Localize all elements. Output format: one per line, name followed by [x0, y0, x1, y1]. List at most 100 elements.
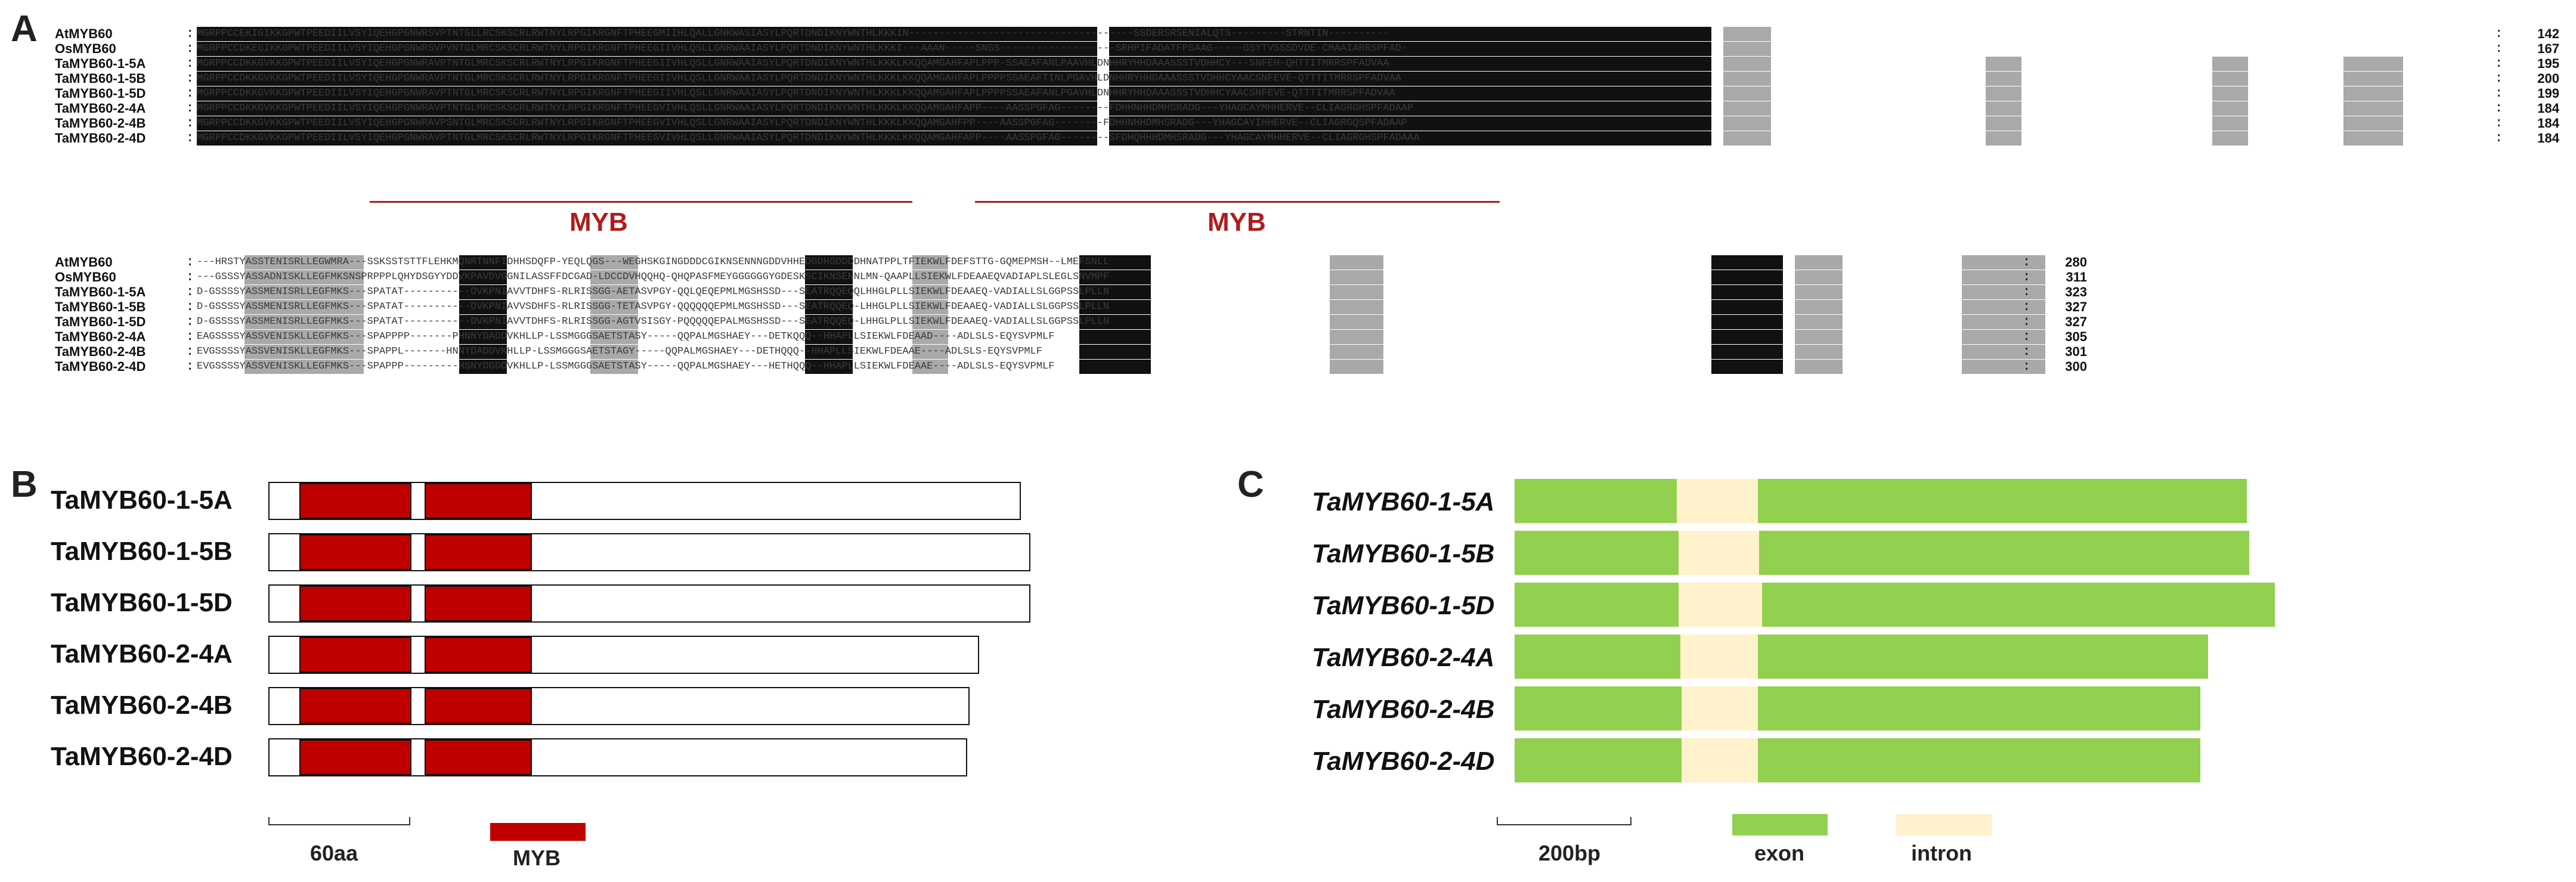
similar-block	[1330, 270, 1383, 284]
similar-block	[1795, 270, 1843, 284]
similar-block	[1795, 360, 1843, 374]
protein-name: TaMYB60-2-4A	[51, 639, 233, 669]
sequence-name: TaMYB60-1-5B	[55, 71, 146, 86]
separator: :	[186, 314, 194, 329]
conserved-block	[459, 270, 507, 284]
exon-2	[1762, 583, 2275, 627]
similar-block	[2343, 57, 2403, 71]
separator: :	[2495, 71, 2503, 86]
intron	[1682, 686, 1758, 731]
intron	[1677, 479, 1758, 523]
similar-block	[2343, 86, 2403, 101]
separator: :	[2023, 255, 2031, 270]
similar-block	[590, 345, 638, 359]
myb-domain	[299, 483, 411, 519]
similar-block	[1962, 345, 2045, 359]
sequence-text: MGRPPCCDKKGVKKGPWTPEEDIILVSYIQEHGPGNWRAV…	[197, 58, 1389, 69]
similar-block	[2212, 72, 2248, 86]
myb-domain	[425, 739, 532, 775]
sequence-text: EVGSSSSYASSVENISKLLEGFMKS---SPAPPL------…	[197, 346, 1043, 357]
sequence-text: EAGSSSSYASSVENISKLLEGFMKS---SPAPPPP-----…	[197, 331, 1055, 342]
conserved-block	[197, 101, 1097, 116]
sequence-name: TaMYB60-1-5A	[55, 284, 146, 299]
intron	[1679, 531, 1759, 575]
separator: :	[2495, 41, 2503, 56]
conserved-block	[1079, 300, 1151, 314]
sequence-text: D-GSSSSYASSMENISRLLEGFMKS---SPATAT------…	[197, 301, 1110, 312]
similar-block	[1330, 345, 1383, 359]
sequence-length: 300	[2065, 359, 2087, 374]
conserved-block	[805, 270, 853, 284]
myb-legend-swatch	[490, 823, 586, 841]
myb-domain	[425, 534, 532, 570]
similar-block	[590, 300, 638, 314]
conserved-block	[805, 300, 853, 314]
myb-domain	[299, 739, 411, 775]
similar-block	[1962, 285, 2045, 299]
separator: :	[2495, 86, 2503, 101]
sequence-name: OsMYB60	[55, 41, 116, 56]
sequence-text: ---GSSSYASSADNISKLLEGFMKSNSPRPPPLQHYDSGY…	[197, 271, 1110, 283]
similar-block	[912, 270, 948, 284]
panel-label-a: A	[11, 8, 38, 49]
scale-bar-60aa	[268, 817, 410, 825]
conserved-block	[1109, 72, 1711, 86]
alignment-row: OsMYB60:MGRPPCCDKEGIKKGPWTPEEDIILVSYIQEH…	[0, 42, 2576, 56]
sequence-length: 184	[2537, 131, 2559, 146]
sequence-name: TaMYB60-2-4B	[55, 116, 146, 131]
conserved-block	[805, 345, 853, 359]
conserved-block	[459, 360, 507, 374]
similar-block	[2212, 131, 2248, 146]
separator: :	[186, 26, 194, 41]
scale-bar-200bp	[1497, 817, 1631, 825]
sequence-text: D-GSSSSYASSMENISRLLEGFMKS---SPATAT------…	[197, 286, 1110, 298]
separator: :	[2023, 314, 2031, 329]
similar-block	[1795, 285, 1843, 299]
panel-label-b: B	[11, 464, 38, 505]
alignment-row: TaMYB60-2-4D:MGRPPCCDKKGVKKGPWTPEEDIILVS…	[0, 131, 2576, 146]
alignment-row: AtMYB60:---HRSTYASSTENISRLLEGWMRA---SSKS…	[0, 255, 2576, 270]
separator: :	[186, 270, 194, 284]
alignment-row: TaMYB60-2-4B:EVGSSSSYASSVENISKLLEGFMKS--…	[0, 345, 2576, 359]
myb-domain	[299, 688, 411, 724]
conserved-block	[1711, 345, 1783, 359]
conserved-block	[805, 360, 853, 374]
exon-1	[1515, 583, 1679, 627]
conserved-block	[1711, 360, 1783, 374]
similar-block	[912, 345, 948, 359]
gene-name: TaMYB60-1-5D	[1312, 591, 1495, 620]
separator: :	[2023, 344, 2031, 359]
alignment-row: TaMYB60-1-5A: D-GSSSSYASSMENISRLLEGFMKS--…	[0, 285, 2576, 299]
similar-block	[1795, 255, 1843, 270]
conserved-block	[1109, 27, 1711, 41]
conserved-block	[197, 57, 1097, 71]
separator: :	[2023, 284, 2031, 299]
similar-block	[590, 285, 638, 299]
sequence-length: 280	[2065, 255, 2087, 270]
similar-block	[1795, 330, 1843, 344]
similar-block	[1795, 315, 1843, 329]
similar-block	[1723, 72, 1771, 86]
similar-block	[244, 285, 364, 299]
scale-label-60aa: 60aa	[310, 841, 358, 865]
myb-underline-1	[370, 201, 912, 203]
intron	[1679, 583, 1762, 627]
conserved-block	[1711, 285, 1783, 299]
similar-block	[1330, 255, 1383, 270]
similar-block	[1723, 116, 1771, 131]
similar-block	[1330, 300, 1383, 314]
conserved-block	[1079, 270, 1151, 284]
similar-block	[1723, 42, 1771, 56]
conserved-block	[1711, 330, 1783, 344]
similar-block	[244, 315, 364, 329]
conserved-block	[1711, 315, 1783, 329]
myb-domain	[299, 586, 411, 621]
separator: :	[186, 344, 194, 359]
similar-block	[2212, 57, 2248, 71]
conserved-block	[197, 116, 1097, 131]
scale-label-200bp: 200bp	[1538, 841, 1601, 865]
similar-block	[1986, 101, 2021, 116]
exon-1	[1515, 738, 1682, 782]
sequence-length: 323	[2065, 284, 2087, 299]
similar-block	[1795, 345, 1843, 359]
